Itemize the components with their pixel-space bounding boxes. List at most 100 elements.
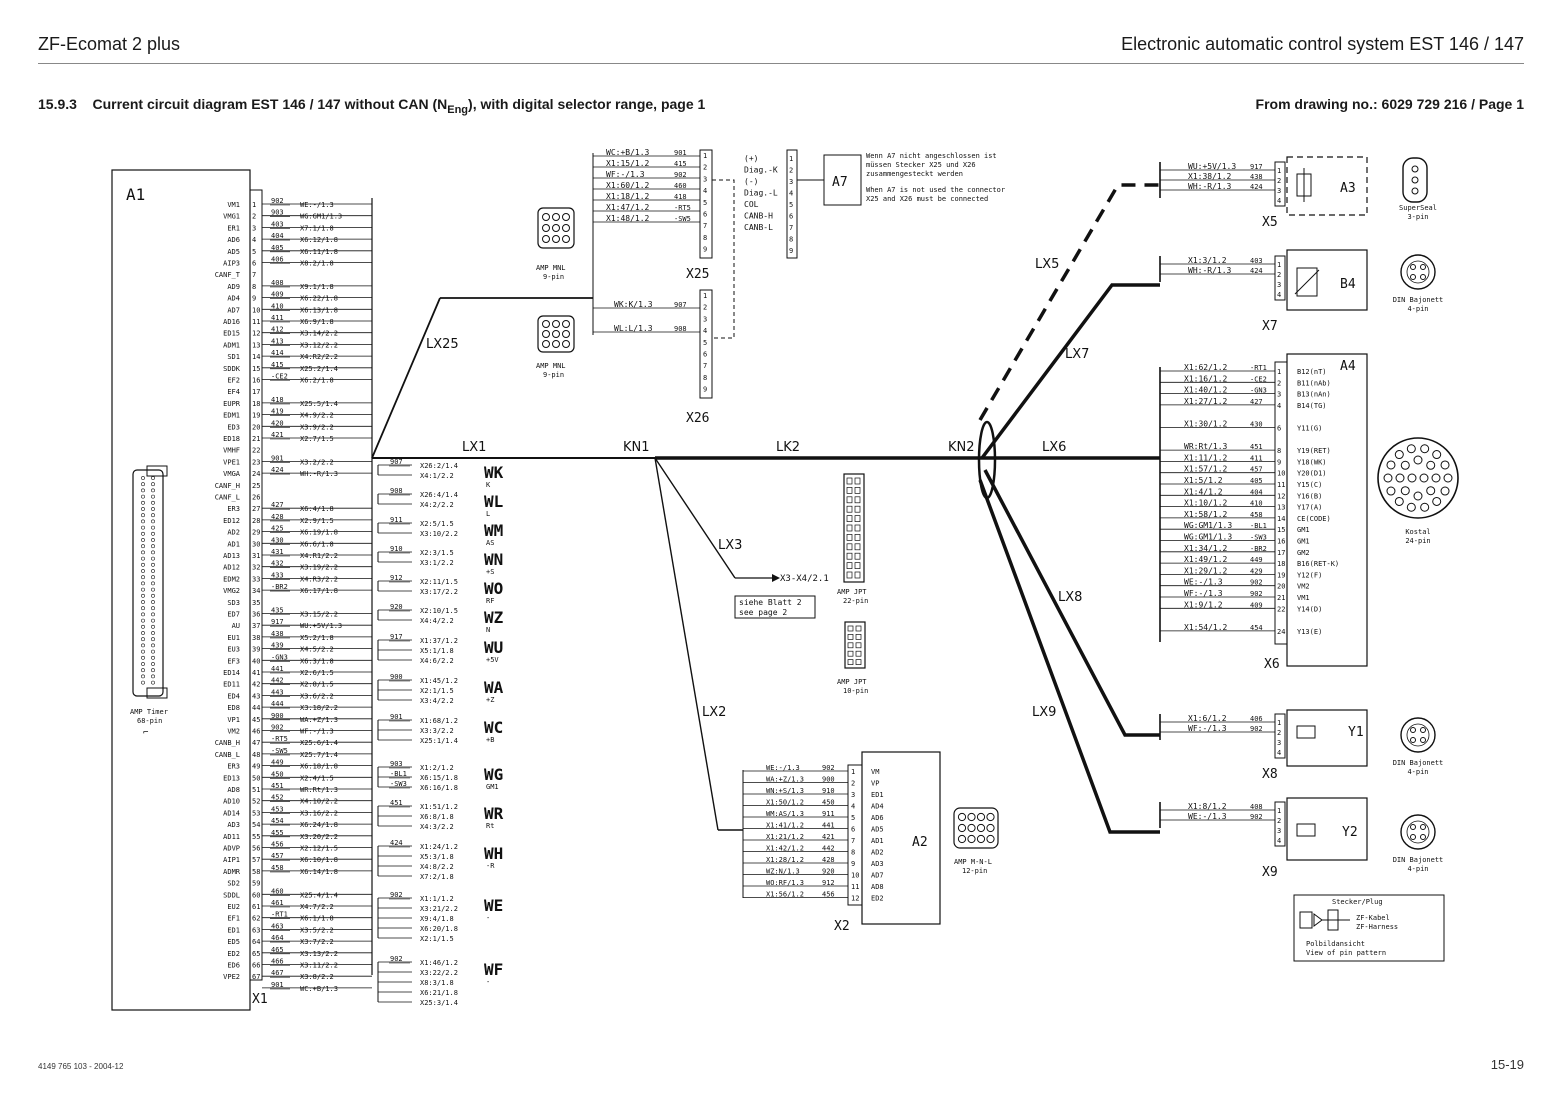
splice-destination: X3:1/2.2 bbox=[420, 559, 454, 567]
a7-pin-label: COL bbox=[744, 200, 759, 209]
a2-destination: X1:42/1.2 bbox=[766, 845, 804, 853]
a2-destination: WO:RF/1.3 bbox=[766, 879, 804, 887]
plug-pin-dot bbox=[1386, 486, 1396, 496]
plug-pin-dot bbox=[1420, 834, 1426, 840]
a4-pin-function: Y12(F) bbox=[1297, 571, 1322, 579]
splice-destination: X1:1/1.2 bbox=[420, 895, 454, 903]
a7-pin-number: 6 bbox=[789, 213, 793, 221]
x25-destination: WC:+B/1.3 bbox=[606, 148, 650, 157]
plug-pin-dot bbox=[854, 515, 861, 522]
a1-wire-destination: X2:7/1.5 bbox=[300, 435, 334, 443]
a4-wire-number: -BR2 bbox=[1250, 545, 1267, 553]
splice-destination: X5:3/1.8 bbox=[420, 853, 454, 861]
a4-wire-number: 409 bbox=[1250, 601, 1263, 609]
plug-pin-dot bbox=[141, 476, 145, 480]
plug-pin-dot bbox=[151, 587, 155, 592]
a4-destination: WE:-/1.3 bbox=[1184, 578, 1223, 587]
a1-wire-number: 460 bbox=[271, 887, 284, 895]
a4-wire-number: -RT1 bbox=[1250, 364, 1267, 372]
a4-pin-function: Y13(E) bbox=[1297, 628, 1322, 636]
splice-destination: X25:3/1.4 bbox=[420, 999, 458, 1007]
a4-pin-function: VM2 bbox=[1297, 583, 1310, 591]
a1-wire-destination: WH:-R/1.3 bbox=[300, 470, 338, 478]
plug-pin-dot bbox=[846, 543, 853, 551]
a1-wire-destination: X6:18/1.8 bbox=[300, 763, 338, 771]
a1-pin-label: VM1 bbox=[227, 201, 240, 209]
x25-plug-label: AMP MNL bbox=[536, 264, 566, 272]
lx9-label: LX9 bbox=[1032, 705, 1056, 720]
a3-destination: X1:38/1.2 bbox=[1188, 172, 1232, 181]
plug-pin-dot bbox=[1413, 491, 1423, 501]
a2-pin-label: AD5 bbox=[871, 826, 884, 834]
splice-code: WE bbox=[484, 896, 503, 915]
splice-destination: X1:51/1.2 bbox=[420, 803, 458, 811]
plug-pin-dot bbox=[855, 659, 862, 665]
a4-pin-number: 12 bbox=[1277, 492, 1285, 500]
plug-pin-dot bbox=[1420, 274, 1426, 280]
splice-destination: X4:6/2.2 bbox=[420, 657, 454, 665]
plug-pin-dot bbox=[141, 556, 145, 561]
splice-code: WH bbox=[484, 844, 503, 863]
splice-wire-number: 910 bbox=[390, 545, 403, 553]
y1-pin-number: 1 bbox=[1277, 719, 1281, 727]
a1-pin-label: AD10 bbox=[223, 798, 240, 806]
splice-subcode: +B bbox=[486, 736, 494, 744]
a4-destination: X1:11/1.2 bbox=[1184, 453, 1228, 462]
a4-wire-number: -CE2 bbox=[1250, 375, 1267, 383]
a1-wire-number: 449 bbox=[271, 759, 284, 767]
a1-pin-number: 60 bbox=[252, 891, 260, 899]
plug-pin-dot bbox=[141, 513, 145, 518]
a1-wire-destination: WF:-/1.3 bbox=[300, 728, 334, 736]
a2-pin-number: 12 bbox=[851, 895, 859, 903]
plug-pin-dot bbox=[1432, 450, 1442, 460]
x26-wire-number: 908 bbox=[674, 325, 687, 333]
plug-pin-dot bbox=[552, 213, 560, 221]
a1-wire-destination: X6:13/1.8 bbox=[300, 306, 338, 314]
splice-destination: X5:1/1.8 bbox=[420, 647, 454, 655]
a1-wire-number: 431 bbox=[271, 548, 284, 556]
a1-wire-number: 454 bbox=[271, 817, 284, 825]
section-title: 15.9.3 Current circuit diagram EST 146 /… bbox=[38, 96, 705, 116]
splice-subcode: AS bbox=[486, 539, 494, 547]
a1-plug-symbol: ⌐ bbox=[143, 728, 148, 738]
plug-pin-dot bbox=[846, 477, 853, 485]
splice-wire-number: 908 bbox=[390, 487, 403, 495]
a1-wire-number: 411 bbox=[271, 314, 284, 322]
y1-symbol bbox=[1296, 725, 1316, 739]
a3-plug-pins: 3-pin bbox=[1407, 213, 1428, 221]
splice-destination: X3:17/2.2 bbox=[420, 588, 458, 596]
plug-pin-dot bbox=[1440, 486, 1450, 496]
a3-pin-strip bbox=[1274, 161, 1286, 207]
a1-pin-label: AD11 bbox=[223, 833, 240, 841]
x25-pin-number: 7 bbox=[703, 222, 707, 230]
a1-wire-number: 439 bbox=[271, 642, 284, 650]
a1-pin-label: ADMR bbox=[223, 868, 241, 876]
a1-pin-number: 26 bbox=[252, 494, 260, 502]
plug-pin-dot bbox=[1400, 460, 1410, 470]
a4-pin-function: Y18(WK) bbox=[1297, 458, 1327, 466]
a4-body bbox=[1286, 353, 1368, 667]
plug-pin-dot bbox=[151, 612, 155, 617]
a1-wire-number: 458 bbox=[271, 864, 284, 872]
a4-pin-function: GM2 bbox=[1297, 549, 1310, 557]
plug-pin-dot bbox=[151, 655, 155, 660]
splice-wire-number: 424 bbox=[390, 839, 403, 847]
a1-pin-number: 61 bbox=[252, 903, 260, 911]
a3-destination: WU:+5V/1.3 bbox=[1188, 162, 1236, 171]
plug-pin-dot bbox=[141, 575, 145, 580]
splice-subcode: N bbox=[486, 626, 490, 634]
a4-wire-number: 405 bbox=[1250, 477, 1263, 485]
a1-pin-label: ED4 bbox=[227, 692, 240, 700]
plug-pin-dot bbox=[542, 330, 550, 338]
plug-pin-dot bbox=[141, 525, 145, 530]
a1-wire-number: 465 bbox=[271, 946, 284, 954]
a1-pin-number: 59 bbox=[252, 880, 260, 888]
plug-pin-dot bbox=[1440, 460, 1450, 470]
x25-pin-number: 9 bbox=[703, 246, 707, 254]
x25-pin-number: 1 bbox=[703, 152, 707, 160]
a1-wire-destination: X3:19/2.2 bbox=[300, 564, 338, 572]
splice-destination: X6:16/1.8 bbox=[420, 784, 458, 792]
plug-pin-dot bbox=[151, 600, 155, 604]
plug-pin-dot bbox=[552, 330, 560, 338]
